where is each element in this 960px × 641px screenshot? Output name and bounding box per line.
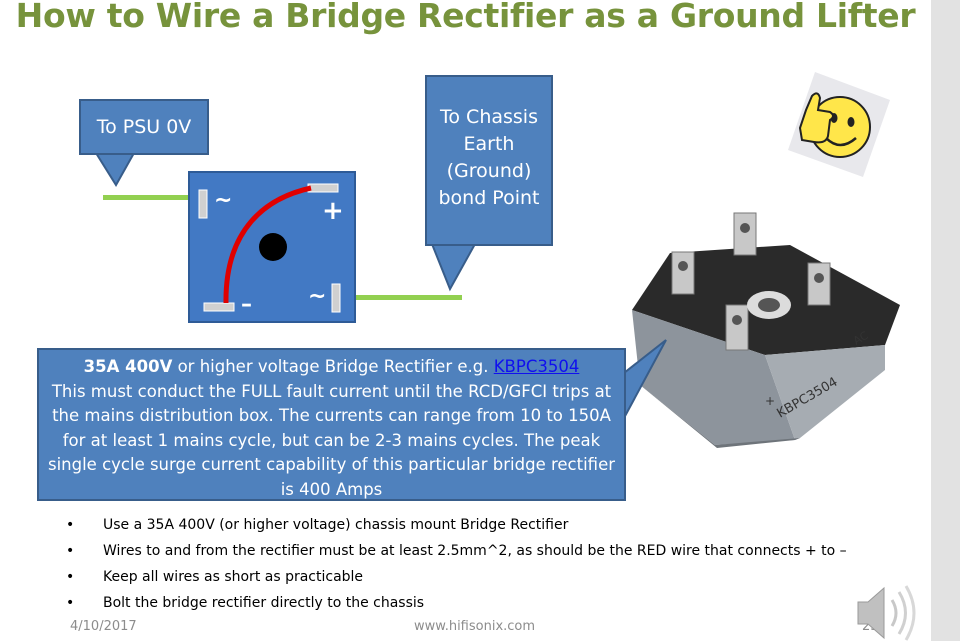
bullet-text: Wires to and from the rectifier must be … [103,543,847,559]
ac-symbol-right: ~ [308,284,327,309]
main-callout-line: This must conduct the FULL fault current… [51,381,612,401]
kbpc3504-link[interactable]: KBPC3504 [493,357,580,376]
chassis-callout-line: (Ground) [446,160,532,182]
green-wire-right [342,295,462,300]
bullet-list: • Use a 35A 400V (or higher voltage) chas… [66,512,847,616]
main-callout: 35A 400V or higher voltage Bridge Rectif… [37,348,626,501]
bullet-symbol: • [66,595,75,611]
green-wire-left [103,195,200,200]
bullet-symbol: • [66,543,75,559]
right-edge-strip [931,0,960,641]
bullet-item: • Keep all wires as short as practicable [66,564,847,590]
terminal-ac-right [331,283,341,313]
main-callout-line: the mains distribution box. The currents… [52,406,611,426]
chassis-callout-line: Earth [463,133,515,155]
bullet-symbol: • [66,569,75,585]
bullet-symbol: • [66,517,75,533]
footer-date: 4/10/2017 [70,619,137,634]
bullet-item: • Wires to and from the rectifier must be… [66,538,847,564]
bullet-item: • Bolt the bridge rectifier directly to t… [66,590,847,616]
bullet-text: Bolt the bridge rectifier directly to th… [103,595,425,611]
red-wire [223,185,312,304]
minus-symbol: – [241,292,252,317]
main-callout-headline: 35A 400V or higher voltage Bridge Rectif… [39,355,624,380]
mounting-hole [259,233,287,261]
chassis-callout-line: bond Point [438,187,540,209]
headline-lead-text: or higher voltage Bridge Rectifier e.g. [172,357,494,376]
psu-callout: To PSU 0V [79,99,209,155]
chassis-callout: To Chassis Earth (Ground) bond Point [425,75,553,246]
photo-plus-text: + [765,394,775,408]
main-callout-line: is 400 Amps [280,479,383,499]
chassis-callout-line: To Chassis [440,106,538,128]
footer-site: www.hifisonix.com [414,619,536,634]
terminal-minus [203,302,235,312]
slide-title: How to Wire a Bridge Rectifier as a Grou… [15,0,916,35]
bullet-item: • Use a 35A 400V (or higher voltage) chas… [66,512,847,538]
terminal-ac-left [198,189,208,219]
main-callout-line: single cycle surge current capability of… [47,455,616,475]
bullet-text: Use a 35A 400V (or higher voltage) chass… [103,517,569,533]
main-callout-line: for at least 1 mains cycle, but can be 2… [62,430,601,450]
rating-text: 35A 400V [83,357,173,376]
bullet-text: Keep all wires as short as practicable [103,569,364,585]
ac-symbol-left: ~ [214,188,233,213]
plus-symbol: + [322,196,344,226]
